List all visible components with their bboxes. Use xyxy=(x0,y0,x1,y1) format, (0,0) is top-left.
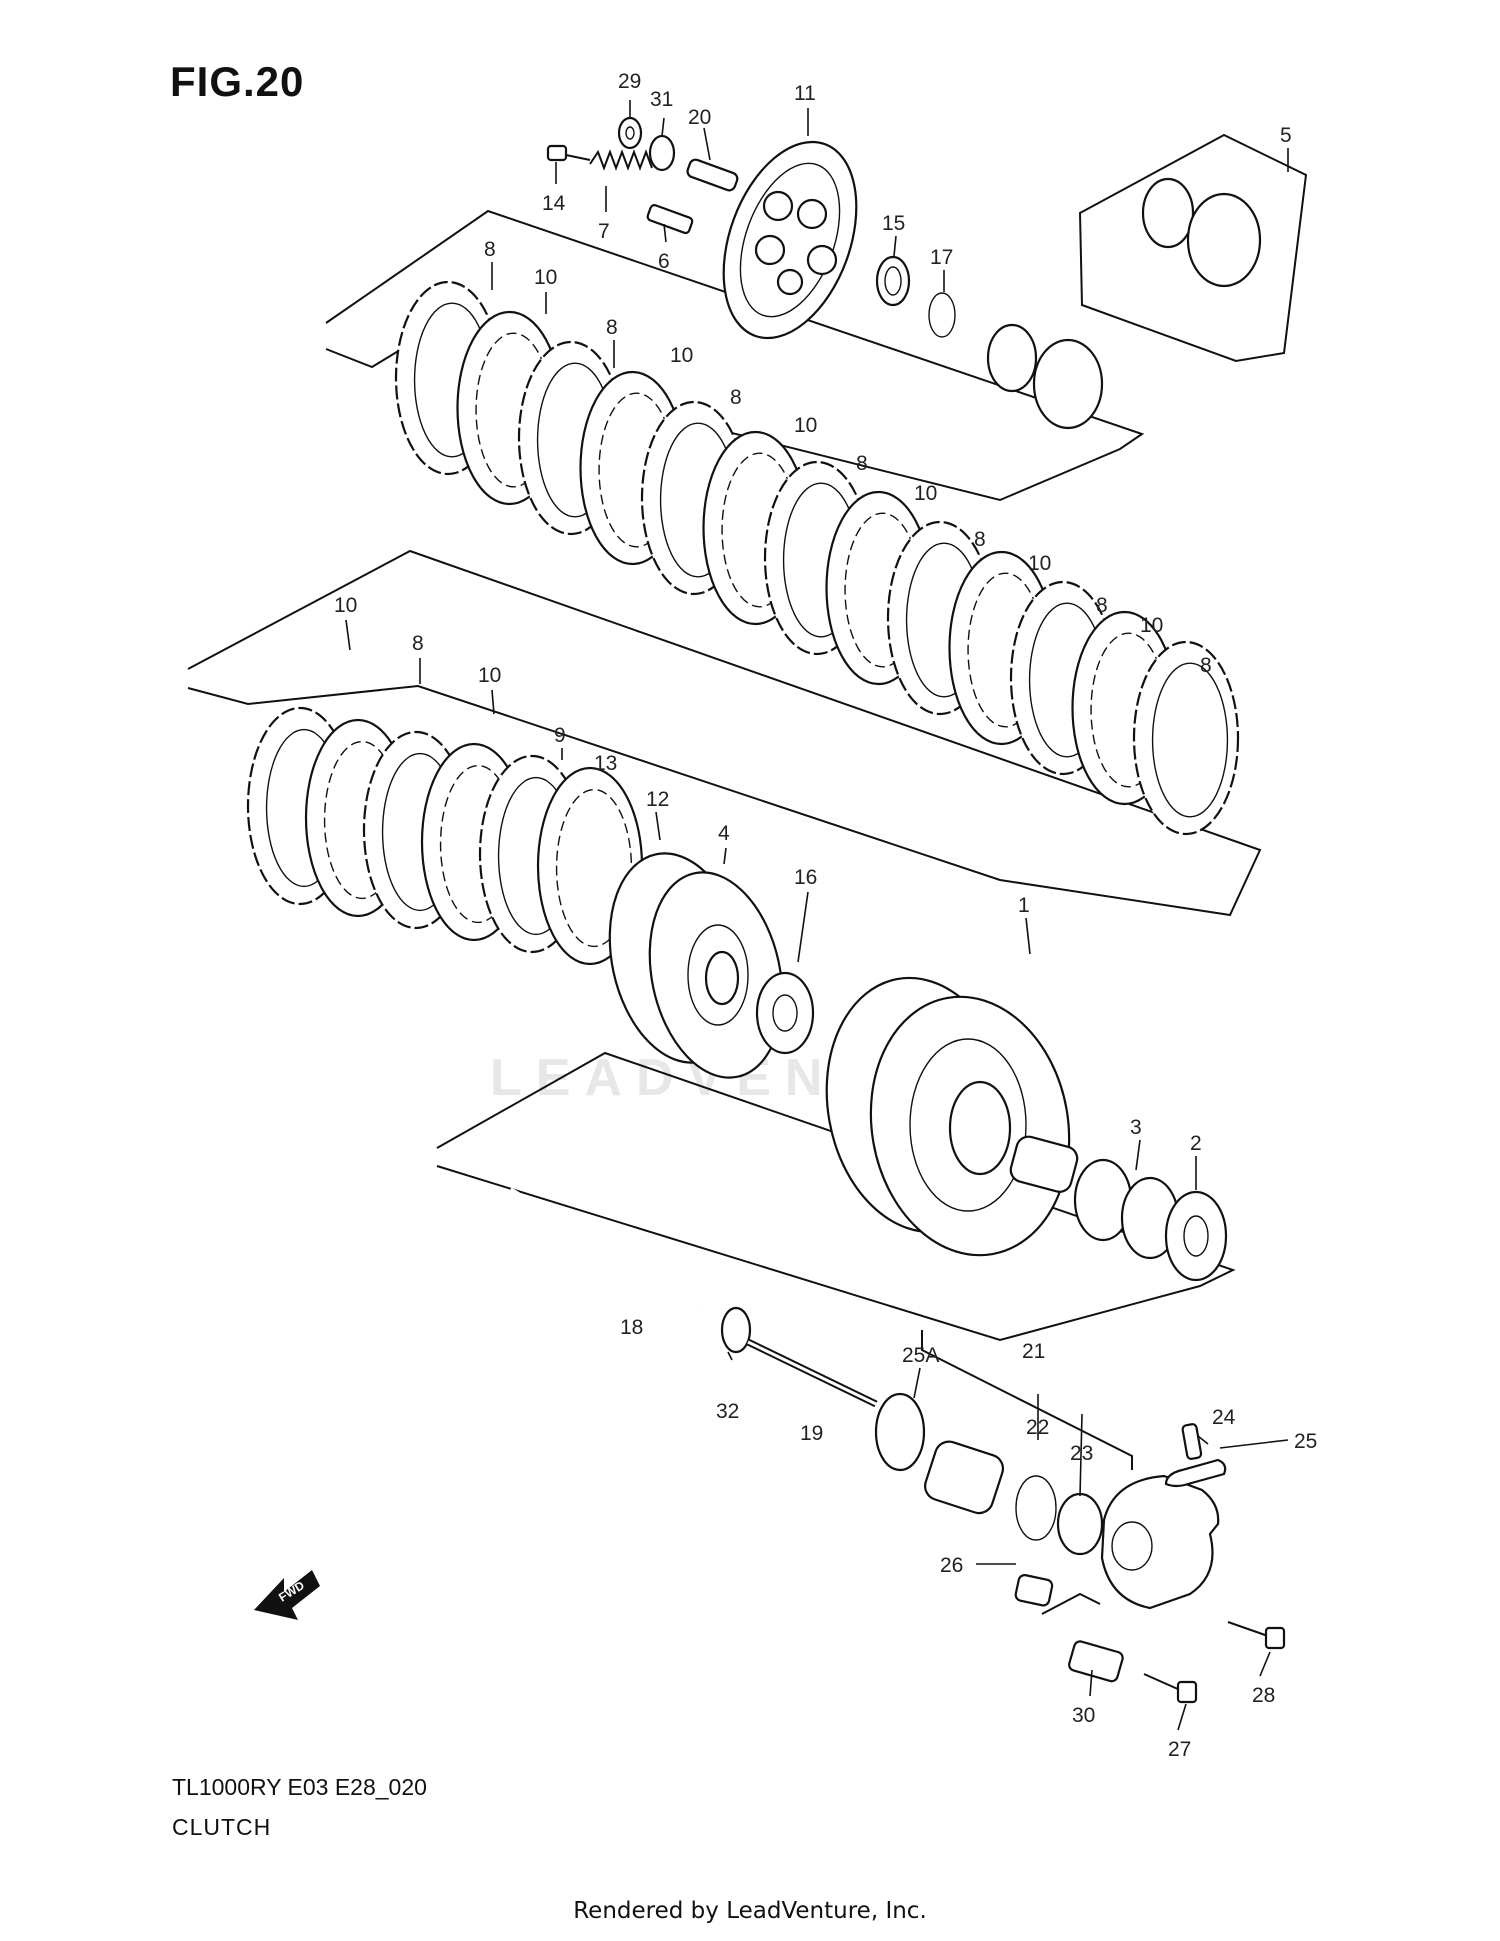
group-outline-top xyxy=(325,209,1145,502)
callout-12: 12 xyxy=(646,788,669,811)
callout-8-a: 8 xyxy=(484,238,496,261)
group-outline-release-cylinder-lower xyxy=(1041,1592,1101,1615)
release-cylinder-body xyxy=(1100,1474,1220,1610)
dowel-26 xyxy=(1014,1574,1054,1607)
group-outline-release-cylinder xyxy=(921,1330,1133,1470)
callout-25a: 25A xyxy=(902,1344,939,1367)
callout-10-b: 10 xyxy=(670,344,693,367)
bolt-14 xyxy=(546,144,591,162)
callout-27: 27 xyxy=(1168,1738,1191,1761)
push-rod-18 xyxy=(508,1187,704,1310)
callout-32: 32 xyxy=(716,1400,739,1423)
pressure-plate xyxy=(722,140,858,340)
callout-10-g: 10 xyxy=(334,594,357,617)
group-outline-release-bearing xyxy=(1078,133,1308,363)
callout-8-b: 8 xyxy=(606,316,618,339)
clutch-plate xyxy=(1132,640,1240,836)
callout-9: 9 xyxy=(554,724,566,747)
leader-lines xyxy=(345,100,1289,1731)
washer-29 xyxy=(617,116,643,150)
callout-21: 21 xyxy=(1022,1340,1045,1363)
lifter-6 xyxy=(646,204,694,235)
push-rod-19 xyxy=(746,1338,878,1408)
callout-31: 31 xyxy=(650,88,673,111)
bearing-holder-5 xyxy=(1141,177,1262,288)
plates-row-2 xyxy=(246,706,644,966)
callout-24: 24 xyxy=(1212,1406,1236,1429)
callout-22: 22 xyxy=(1026,1416,1049,1439)
callout-10-d: 10 xyxy=(914,482,937,505)
callout-23: 23 xyxy=(1070,1442,1093,1465)
fwd-arrow-icon: FWD xyxy=(254,1570,320,1620)
callout-11: 11 xyxy=(794,82,816,105)
clutch-basket xyxy=(825,976,1071,1257)
callout-10-f: 10 xyxy=(1140,614,1163,637)
callout-25: 25 xyxy=(1294,1430,1317,1453)
figure-title: FIG.20 xyxy=(170,58,305,105)
bearing-holder-top xyxy=(986,323,1104,430)
callout-3: 3 xyxy=(1130,1116,1142,1139)
callout-17: 17 xyxy=(930,246,953,269)
bolt-28 xyxy=(1227,1621,1286,1650)
callout-7: 7 xyxy=(598,220,610,243)
group-outline-middle xyxy=(187,549,1262,917)
callout-30: 30 xyxy=(1072,1704,1095,1727)
bleeder-24 xyxy=(1181,1423,1203,1460)
callout-8-e: 8 xyxy=(974,528,986,551)
plates-row-1 xyxy=(394,280,1240,836)
spring-23 xyxy=(1056,1492,1104,1556)
pin-20 xyxy=(686,158,739,192)
callout-2: 2 xyxy=(1190,1132,1202,1155)
callout-26: 26 xyxy=(940,1554,963,1577)
callout-10-h: 10 xyxy=(478,664,501,687)
callout-13: 13 xyxy=(594,752,617,775)
callout-5: 5 xyxy=(1280,124,1292,147)
callout-labels: 29 31 20 11 14 7 6 15 17 5 8 10 8 10 8 1… xyxy=(334,70,1317,1761)
callout-8-d: 8 xyxy=(856,452,868,475)
clutch-plate-inner xyxy=(1151,662,1229,818)
callout-8-h: 8 xyxy=(412,632,424,655)
washer-32 xyxy=(720,1306,752,1354)
callout-8-c: 8 xyxy=(730,386,742,409)
washer-15 xyxy=(875,255,911,307)
bearing-31 xyxy=(648,134,676,172)
piston-22 xyxy=(924,1440,1005,1515)
callout-10-e: 10 xyxy=(1028,552,1051,575)
cap-25 xyxy=(1164,1458,1227,1488)
callout-4: 4 xyxy=(718,822,730,845)
callout-29: 29 xyxy=(618,70,641,93)
footer-credit: Rendered by LeadVenture, Inc. xyxy=(573,1898,927,1924)
spring-7 xyxy=(589,149,653,171)
clutch-hub xyxy=(608,852,784,1079)
seal-25a xyxy=(874,1392,926,1472)
model-code: TL1000RY E03 E28_020 xyxy=(172,1774,427,1800)
callout-15: 15 xyxy=(882,212,905,235)
callout-10-a: 10 xyxy=(534,266,557,289)
callout-14: 14 xyxy=(542,192,566,215)
circlip-17 xyxy=(928,292,956,338)
dowel-30 xyxy=(1068,1640,1124,1683)
callout-16: 16 xyxy=(794,866,817,889)
callout-8-g: 8 xyxy=(1200,654,1212,677)
group-outline-bottom xyxy=(436,1051,1236,1342)
callout-6: 6 xyxy=(658,250,670,273)
callout-10-c: 10 xyxy=(794,414,817,437)
callout-28: 28 xyxy=(1252,1684,1275,1707)
bolt-27 xyxy=(1143,1673,1198,1704)
callout-18: 18 xyxy=(620,1316,643,1339)
thrust-washer-2 xyxy=(1164,1190,1228,1282)
assembly-name: CLUTCH xyxy=(172,1814,272,1840)
callout-20: 20 xyxy=(688,106,711,129)
washer-16 xyxy=(755,971,815,1055)
callout-19: 19 xyxy=(800,1422,823,1445)
callout-8-f: 8 xyxy=(1096,594,1108,617)
spacer-sleeve xyxy=(1009,1135,1079,1193)
seal-ring xyxy=(1015,1475,1057,1541)
callout-1: 1 xyxy=(1018,894,1030,917)
needle-bearing-3 xyxy=(1073,1158,1180,1260)
